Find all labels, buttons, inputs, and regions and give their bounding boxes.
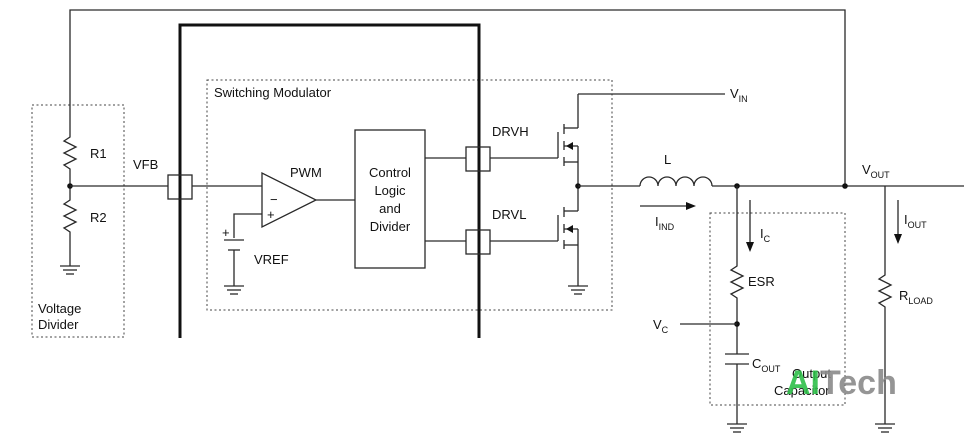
drvl-label: DRVL	[492, 207, 526, 222]
vref-wire	[233, 213, 262, 238]
control-label-line1: Control	[369, 165, 411, 180]
drvl-pin	[465, 229, 491, 255]
pwm-comparator	[261, 171, 318, 229]
esr-label: ESR	[748, 274, 775, 289]
vref-ground-icon	[224, 285, 244, 295]
voltage-divider-label-line2: Divider	[38, 317, 79, 332]
r2-label: R2	[90, 210, 107, 225]
iind-label: IIND	[655, 214, 675, 232]
vout-label: VOUT	[862, 162, 890, 180]
watermark-logo: AITech	[786, 364, 897, 402]
feedback-wire	[69, 9, 846, 185]
cap-ground-icon	[727, 423, 747, 433]
inductor-coil	[639, 176, 713, 187]
switching-modulator-label: Switching Modulator	[214, 85, 332, 100]
r2-resistor	[62, 186, 78, 266]
ic-label: IC	[760, 226, 771, 244]
output-capacitor-label-line2: Capacitor	[774, 383, 830, 398]
control-label-line2: Logic	[374, 183, 406, 198]
cout-label: COUT	[752, 356, 781, 374]
vfb-pin	[167, 174, 193, 200]
vc-label: VC	[653, 317, 669, 335]
iind-arrowhead	[686, 202, 696, 210]
output-capacitor-box	[709, 212, 846, 406]
pwm-label: PWM	[290, 165, 322, 180]
voltage-divider-label-line1: Voltage	[38, 301, 81, 316]
load-ground-icon	[875, 423, 895, 433]
divider-ground-icon	[60, 265, 80, 275]
iout-arrowhead	[894, 234, 902, 244]
iout-label: IOUT	[904, 212, 927, 230]
switching-modulator-box	[206, 79, 613, 311]
minus-sign: −	[270, 192, 278, 207]
low-side-ground-icon	[568, 285, 588, 295]
high-side-mosfet	[563, 94, 579, 186]
battery-plus-sign: +	[222, 225, 230, 240]
ic-boundary	[178, 23, 481, 338]
vin-label: VIN	[730, 86, 748, 104]
control-label-line3: and	[379, 201, 401, 216]
rload-label: RLOAD	[899, 288, 933, 306]
control-label-line4: Divider	[370, 219, 411, 234]
control-logic-block	[354, 129, 426, 269]
esr-resistor	[729, 186, 745, 354]
vout-node	[842, 183, 848, 189]
ic-arrowhead	[746, 242, 754, 252]
vfb-label: VFB	[133, 157, 158, 172]
low-side-mosfet	[563, 186, 579, 286]
r1-label: R1	[90, 146, 107, 161]
drvh-label: DRVH	[492, 124, 529, 139]
voltage-divider-box	[31, 104, 125, 338]
inductor-label: L	[664, 152, 671, 167]
r1-resistor	[62, 125, 78, 186]
plus-sign: +	[267, 207, 275, 222]
drvh-pin	[465, 146, 491, 172]
vref-label: VREF	[254, 252, 289, 267]
output-capacitor-label-line1: Output	[792, 366, 831, 381]
rload-resistor	[877, 186, 893, 424]
